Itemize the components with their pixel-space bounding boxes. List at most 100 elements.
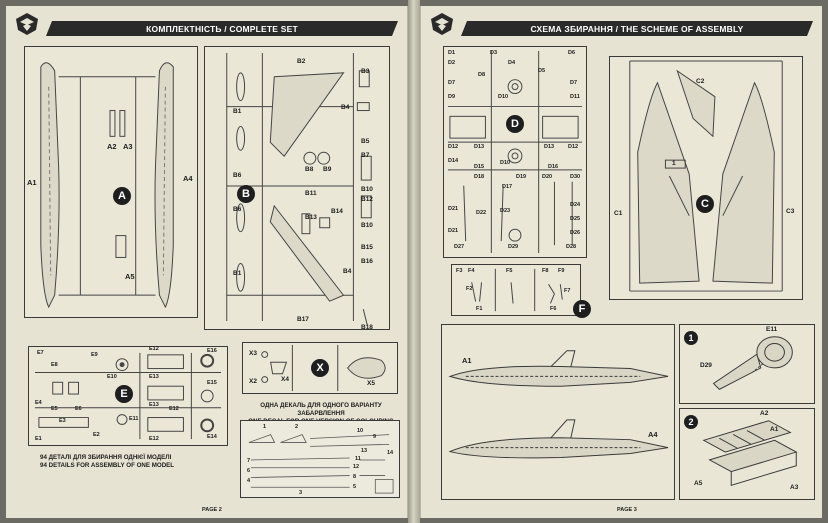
part-label: F4 <box>468 268 475 274</box>
part-label: D5 <box>538 68 546 74</box>
parts-note-en: 94 DETAILS FOR ASSEMBLY OF ONE MODEL <box>40 461 175 469</box>
part-label: D7 <box>570 80 578 86</box>
part-label: E1 <box>35 436 42 442</box>
page-title: СХЕМА ЗБИРАННЯ / THE SCHEME OF ASSEMBLY <box>461 21 813 36</box>
sprue-d-frame: D D1 D3 D2 D6 D7 D8 D4 D5 D7 D9 D10 D11 … <box>443 46 587 258</box>
part-label: D6 <box>568 50 576 56</box>
sprue-a-badge: A <box>113 187 131 205</box>
parts-count-note: 94 ДЕТАЛІ ДЛЯ ЗБИРАННЯ ОДНІЄЇ МОДЕЛІ 94 … <box>40 454 230 470</box>
part-label: B10 <box>361 186 373 193</box>
part-label: D12 <box>568 144 579 150</box>
part-label: D3 <box>490 50 498 56</box>
part-label: B1 <box>233 108 242 115</box>
part-label: D16 <box>548 164 559 170</box>
sprue-d-badge: D <box>506 115 524 133</box>
part-label: A1 <box>770 426 779 433</box>
part-label: B6 <box>233 172 242 179</box>
part-label: D15 <box>474 164 485 170</box>
page-title: КОМПЛЕКТНІСТЬ / COMPLETE SET <box>46 21 398 36</box>
part-label: A3 <box>790 484 799 491</box>
part-label: B1 <box>233 270 242 277</box>
part-label: C1 <box>614 210 623 217</box>
part-label: B16 <box>361 258 373 265</box>
part-label: B11 <box>305 190 317 197</box>
part-label: A5 <box>125 272 135 281</box>
decal-number: 9 <box>373 434 377 440</box>
sprue-b-badge: B <box>237 185 255 203</box>
decal-number: 7 <box>247 458 251 464</box>
part-label: B14 <box>331 208 343 215</box>
part-label: D22 <box>476 210 487 216</box>
part-label: A4 <box>648 430 658 439</box>
book-spine <box>408 0 420 523</box>
part-label: F2 <box>466 286 473 292</box>
sprue-x-frame: X X3 X2 X4 X5 <box>242 342 398 394</box>
left-page: КОМПЛЕКТНІСТЬ / COMPLETE SET A A1 A2 A3 … <box>6 6 408 518</box>
part-label: B10 <box>361 222 373 229</box>
part-label: A1 <box>27 178 37 187</box>
part-label: E7 <box>37 350 44 356</box>
part-label: E15 <box>207 380 217 386</box>
part-label: D18 <box>474 174 485 180</box>
part-label: B6 <box>233 206 242 213</box>
part-label: D28 <box>566 244 577 250</box>
part-label: B13 <box>305 214 317 221</box>
part-label: E14 <box>207 434 217 440</box>
decal-number: 14 <box>387 450 394 456</box>
part-label: B9 <box>323 166 332 173</box>
part-label: B4 <box>341 104 350 111</box>
part-label: F1 <box>476 306 483 312</box>
part-label: A5 <box>694 480 703 487</box>
part-label: D14 <box>448 158 459 164</box>
part-label: E11 <box>766 326 778 333</box>
sprue-a-frame: A A1 A2 A3 A4 A5 <box>24 46 198 318</box>
step-1-badge: 1 <box>684 331 698 345</box>
part-label: B12 <box>361 196 373 203</box>
part-label: A4 <box>183 174 193 183</box>
part-label: D24 <box>570 202 581 208</box>
part-label: D26 <box>570 230 581 236</box>
part-label: D10 <box>498 94 509 100</box>
part-label: D4 <box>508 60 516 66</box>
part-label: B15 <box>361 244 373 251</box>
part-label: F3 <box>456 268 463 274</box>
parts-note-ua: 94 ДЕТАЛІ ДЛЯ ЗБИРАННЯ ОДНІЄЇ МОДЕЛІ <box>40 454 172 461</box>
decal-number: 3 <box>299 490 303 496</box>
part-label: E13 <box>149 402 159 408</box>
part-label: D29 <box>700 362 712 369</box>
part-label: X5 <box>367 380 375 387</box>
part-label: A3 <box>123 142 133 151</box>
part-label: B2 <box>297 58 306 65</box>
sprue-b-frame: B B1 B6 B6 B1 B2 B3 B4 B5 B7 B8 B9 B10 B… <box>204 46 390 331</box>
sprue-c-badge: C <box>696 195 714 213</box>
decal-sheet: 1 2 3 4 5 6 7 8 9 10 11 12 13 14 <box>240 420 400 498</box>
part-label: X2 <box>249 378 257 385</box>
right-page: СХЕМА ЗБИРАННЯ / THE SCHEME OF ASSEMBLY … <box>420 6 822 518</box>
part-label: D7 <box>448 80 456 86</box>
part-label: E10 <box>107 374 117 380</box>
part-label: A2 <box>760 410 769 417</box>
sprue-f-frame: F3 F4 F5 F8 F9 F2 F7 F1 F6 <box>451 264 581 316</box>
step-2-badge: 2 <box>684 415 698 429</box>
part-label: A2 <box>107 142 117 151</box>
part-label: D17 <box>502 184 513 190</box>
part-label: X3 <box>249 350 257 357</box>
decal-number: 13 <box>361 448 368 454</box>
part-label: E12 <box>169 406 179 412</box>
part-label: D21 <box>448 228 459 234</box>
part-label: E5 <box>51 406 58 412</box>
decal-number: 2 <box>295 424 299 430</box>
part-label: A1 <box>462 356 472 365</box>
part-label: C3 <box>786 208 795 215</box>
part-label: E11 <box>129 416 139 422</box>
decal-number: 1 <box>263 424 267 430</box>
part-label: B7 <box>361 152 370 159</box>
brand-logo-icon <box>431 13 453 35</box>
part-label: B3 <box>361 68 370 75</box>
part-label: B18 <box>361 324 373 331</box>
part-label: D1 <box>448 50 456 56</box>
part-label: D30 <box>570 174 581 180</box>
part-label: D9 <box>448 94 456 100</box>
part-label: F6 <box>550 306 557 312</box>
decal-number: 6 <box>247 468 251 474</box>
